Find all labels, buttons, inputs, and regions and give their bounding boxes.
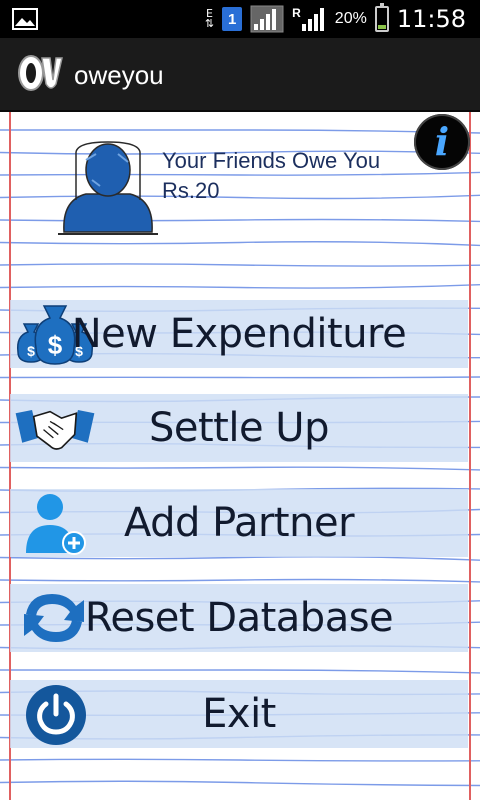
app-logo-icon: OU	[16, 50, 63, 91]
owe-summary-amount: Rs.20	[162, 178, 220, 203]
info-icon: i	[434, 119, 450, 164]
status-bar: E ⇅ 1 R 20% 11:58	[0, 0, 480, 38]
battery-icon	[374, 3, 389, 32]
ruled-line	[0, 129, 480, 134]
roaming-indicator: R	[292, 6, 301, 20]
signal-strength-icon-2	[301, 8, 324, 31]
new-expenditure-button[interactable]: $ $ $ New Expenditure	[10, 300, 468, 368]
ruled-line	[0, 780, 480, 787]
settle-up-button[interactable]: Settle Up	[10, 394, 468, 462]
info-button[interactable]: i	[414, 114, 470, 170]
new-expenditure-label: New Expenditure	[71, 311, 407, 357]
ruled-line	[0, 171, 480, 176]
svg-text:$: $	[27, 343, 35, 359]
user-avatar-icon	[58, 141, 158, 235]
signal-strength-icon	[250, 5, 284, 33]
owe-summary-label: Your Friends Owe You	[162, 148, 381, 173]
ruled-line	[0, 241, 480, 247]
app-title: oweyou	[74, 60, 164, 90]
ruled-line	[0, 376, 480, 379]
refresh-icon	[24, 594, 84, 642]
reset-database-button[interactable]: Reset Database	[10, 584, 468, 652]
battery-percent: 20%	[334, 10, 367, 27]
handshake-icon	[15, 409, 95, 450]
add-user-icon	[26, 494, 86, 555]
gallery-notification-icon	[12, 8, 38, 30]
logo-text: OU	[16, 50, 18, 51]
exit-button[interactable]: Exit	[10, 680, 468, 748]
ruled-line	[0, 263, 480, 267]
power-icon	[26, 685, 86, 745]
reset-database-label: Reset Database	[84, 595, 394, 641]
data-arrows-icon: E ⇅	[204, 7, 215, 30]
money-bags-icon: $ $ $	[16, 305, 94, 365]
action-bar: OU oweyou	[0, 38, 480, 112]
owe-summary: Your Friends Owe You Rs.20	[162, 146, 380, 206]
add-partner-label: Add Partner	[123, 500, 355, 546]
svg-text:$: $	[48, 330, 63, 360]
exit-label: Exit	[202, 691, 276, 737]
ruled-line	[0, 194, 480, 200]
ruled-line	[0, 758, 480, 762]
clock: 11:58	[396, 5, 466, 33]
ruled-line	[0, 150, 480, 155]
add-partner-button[interactable]: Add Partner	[10, 489, 468, 557]
ruled-line	[0, 466, 480, 471]
right-margin-line	[469, 112, 471, 800]
svg-text:$: $	[75, 343, 83, 359]
settle-up-label: Settle Up	[149, 405, 329, 451]
sim-slot-badge: 1	[222, 7, 243, 31]
ruled-line	[0, 578, 480, 583]
ruled-line	[0, 669, 480, 674]
network-type-label: E	[206, 7, 213, 20]
ruled-line	[0, 556, 480, 561]
ruled-line	[0, 284, 480, 289]
